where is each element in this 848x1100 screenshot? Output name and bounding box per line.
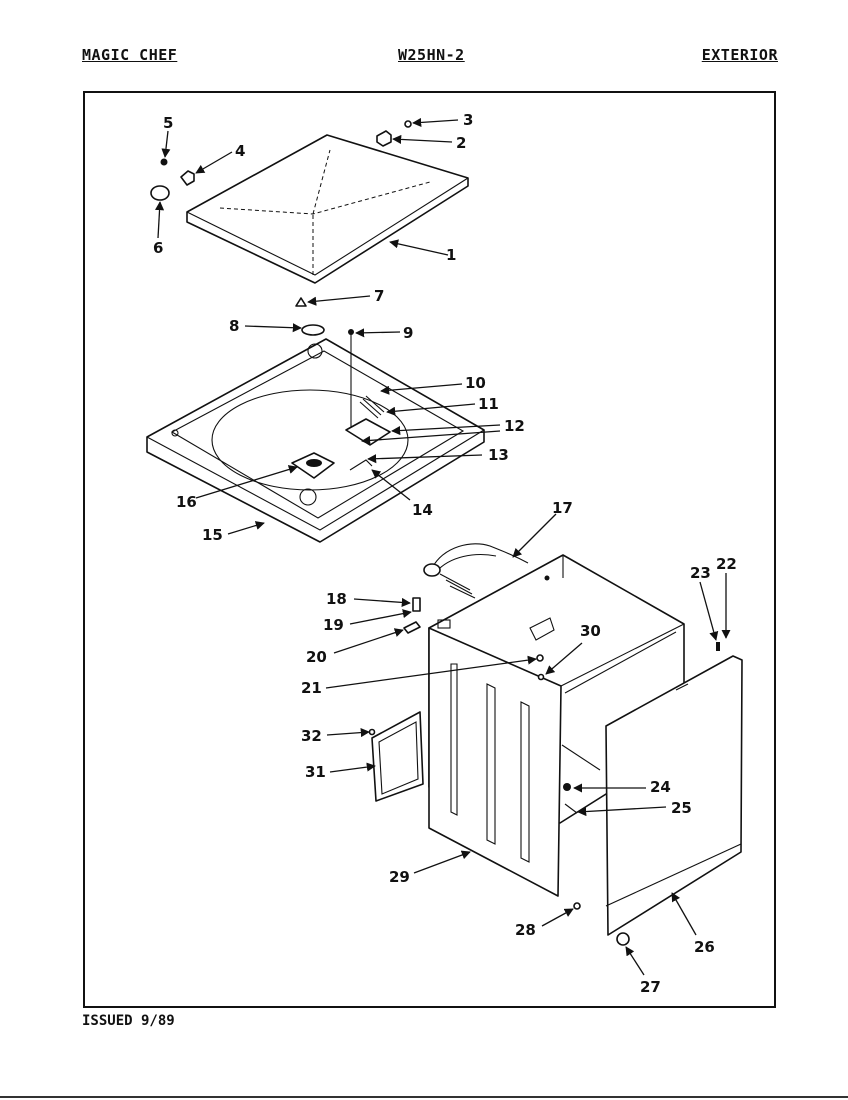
callout-12: 12 xyxy=(504,417,525,435)
callout-2: 2 xyxy=(456,134,466,152)
callout-9: 9 xyxy=(403,324,413,342)
callout-4: 4 xyxy=(235,142,245,160)
lid-hardware xyxy=(150,120,412,336)
callout-18: 18 xyxy=(326,590,347,608)
side-panel xyxy=(605,655,743,936)
callout-24: 24 xyxy=(650,778,671,796)
callout-3: 3 xyxy=(463,111,473,129)
callout-20: 20 xyxy=(306,648,327,666)
callout-22: 22 xyxy=(716,555,737,573)
callout-13: 13 xyxy=(488,446,509,464)
lid xyxy=(186,134,469,284)
top-panel xyxy=(146,333,485,543)
callout-25: 25 xyxy=(671,799,692,817)
callout-6: 6 xyxy=(153,239,163,257)
small-hardware xyxy=(368,597,720,946)
callout-27: 27 xyxy=(640,978,661,996)
callout-19: 19 xyxy=(323,616,344,634)
callout-17: 17 xyxy=(552,499,573,517)
callout-21: 21 xyxy=(301,679,322,697)
callout-23: 23 xyxy=(690,564,711,582)
access-panel xyxy=(371,711,424,802)
callout-30: 30 xyxy=(580,622,601,640)
power-cord xyxy=(423,543,529,599)
issued-date: ISSUED 9/89 xyxy=(82,1013,175,1029)
callout-1: 1 xyxy=(446,246,456,264)
callout-28: 28 xyxy=(515,921,536,939)
callout-16: 16 xyxy=(176,493,197,511)
brand-title: MAGIC CHEF xyxy=(82,46,178,64)
callout-10: 10 xyxy=(465,374,486,392)
callout-7: 7 xyxy=(374,287,384,305)
callout-15: 15 xyxy=(202,526,223,544)
callout-32: 32 xyxy=(301,727,322,745)
section-title: EXTERIOR xyxy=(701,46,778,64)
callout-8: 8 xyxy=(229,317,239,335)
callout-11: 11 xyxy=(478,395,499,413)
part-callouts: 1 2 3 4 5 6 7 8 9 10 11 12 13 14 15 16 1… xyxy=(153,111,737,996)
diagram-frame xyxy=(83,91,776,1008)
callout-29: 29 xyxy=(389,868,410,886)
page-bottom-rule xyxy=(0,1096,848,1098)
callout-14: 14 xyxy=(412,501,433,519)
callout-5: 5 xyxy=(163,114,173,132)
callout-26: 26 xyxy=(694,938,715,956)
leader-lines xyxy=(155,117,731,976)
callout-31: 31 xyxy=(305,763,326,781)
model-number: W25HN-2 xyxy=(398,46,465,64)
